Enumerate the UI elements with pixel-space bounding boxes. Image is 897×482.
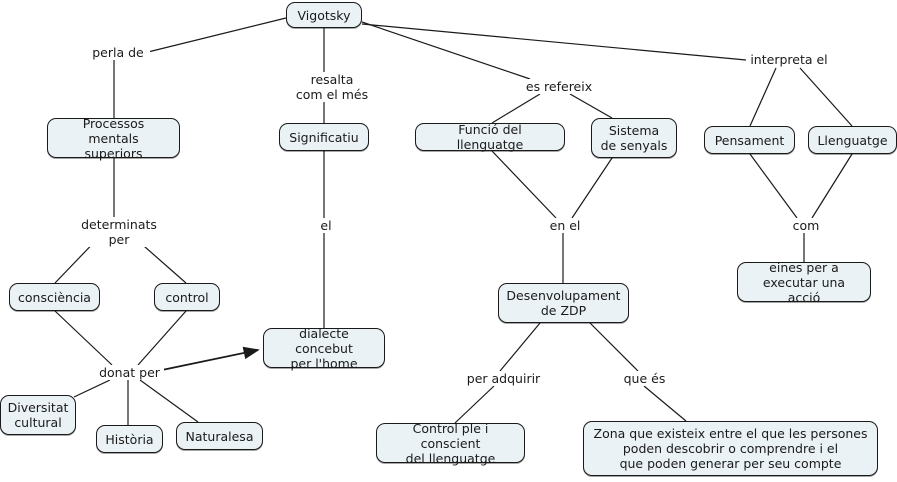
node-dialecte[interactable]: dialecte concebut per l'home <box>263 326 385 371</box>
link-label-interpreta-el: interpreta el <box>748 52 830 67</box>
node-pensament[interactable]: Pensament <box>704 126 795 154</box>
link-label-per-adquirir: per adquirir <box>463 371 544 386</box>
edge-sistema-enel <box>571 157 613 219</box>
node-processos[interactable]: Processos mentals superiors <box>47 116 180 161</box>
edge-peradq-controlple <box>454 385 495 424</box>
node-vigotsky[interactable]: Vigotsky <box>286 2 362 28</box>
node-funcio[interactable]: Funció del llenguatge <box>415 122 565 152</box>
edge-donat-naturalesa <box>139 379 199 423</box>
edge-desenv-quees <box>589 322 639 372</box>
link-label-determinats: determinats per <box>67 217 171 247</box>
edge-interpreta-pensament <box>749 67 777 127</box>
link-label-com: com <box>789 218 823 233</box>
link-label-es-refereix: es refereix <box>522 79 596 94</box>
edge-esrefereix-sistema <box>569 93 613 119</box>
node-llenguatge[interactable]: Llenguatge <box>808 126 897 154</box>
link-label-resalta: resalta com el més <box>292 72 372 102</box>
edge-control-donat <box>137 310 187 366</box>
link-label-el: el <box>317 218 335 233</box>
node-control[interactable]: control <box>154 283 220 311</box>
link-label-en-el: en el <box>546 218 584 233</box>
edge-interpreta-llenguatge <box>799 67 853 127</box>
link-label-que-es: que és <box>620 371 669 386</box>
edge-vigotsky-perla <box>147 17 287 53</box>
node-significatiu[interactable]: Significatiu <box>279 123 369 151</box>
node-consciencia[interactable]: consciència <box>9 283 100 311</box>
edge-desenv-peradq <box>499 322 541 372</box>
node-zona[interactable]: Zona que existeix entre el que les perso… <box>583 421 878 476</box>
edge-funcio-enel <box>491 150 557 219</box>
node-diversitat[interactable]: Diversitat cultural <box>0 395 76 435</box>
link-label-perla-de: perla de <box>86 45 150 60</box>
node-eines[interactable]: eines per a executar una acció <box>737 260 871 305</box>
edge-quees-zona <box>643 385 687 422</box>
link-label-donat-per: donat per <box>95 365 164 380</box>
edge-llenguatge-com <box>811 153 853 219</box>
edge-vigotsky-interpreta <box>361 23 747 61</box>
edge-donat-dialecte <box>161 346 260 371</box>
edge-donat-diversitat <box>73 379 111 398</box>
node-sistema[interactable]: Sistema de senyals <box>591 118 677 158</box>
node-historia[interactable]: Història <box>96 425 163 453</box>
edge-vigotsky-esrefereix <box>361 21 531 80</box>
node-naturalesa[interactable]: Naturalesa <box>176 422 263 450</box>
node-desenvolupament[interactable]: Desenvolupament de ZDP <box>498 283 629 323</box>
edge-consc-donat <box>54 310 113 366</box>
edge-pensament-com <box>749 153 798 219</box>
node-controlple[interactable]: Control ple i conscient del llenguatge <box>376 421 525 466</box>
edge-esrefereix-funcio <box>491 93 541 124</box>
